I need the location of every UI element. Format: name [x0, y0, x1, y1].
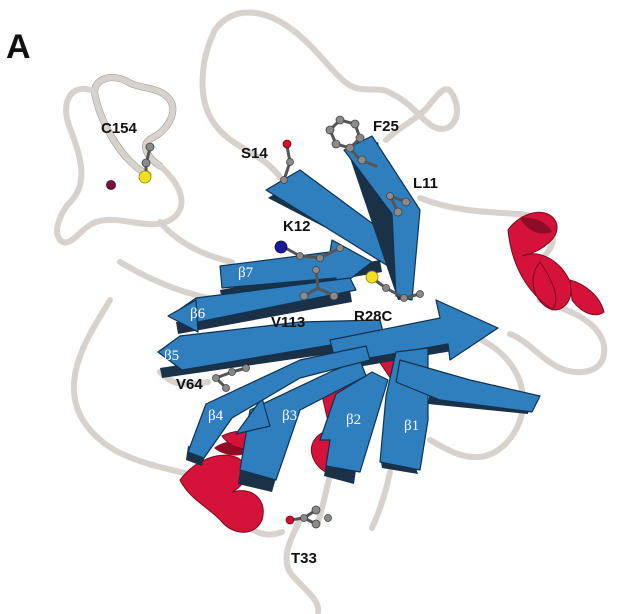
- label-t33: T33: [291, 550, 317, 567]
- strand-b5: β5: [157, 319, 385, 378]
- oxygen-atom: [282, 139, 292, 149]
- residue-r28c-model: [365, 270, 424, 302]
- helix-right: [507, 211, 605, 316]
- sulfur-atom: [365, 270, 379, 284]
- label-v113: V113: [271, 314, 305, 331]
- strand-b6: β6: [167, 277, 357, 334]
- residue-v64-model: [212, 364, 250, 392]
- residue-sticks: [106, 115, 424, 529]
- strand-label-b6: β6: [190, 306, 206, 322]
- label-r28c: R28C: [354, 308, 393, 325]
- residue-v113-model: [299, 266, 339, 301]
- label-s14: S14: [241, 145, 268, 162]
- label-v64: V64: [176, 376, 203, 393]
- residue-t33-model: [285, 505, 332, 529]
- label-l11: L11: [413, 175, 438, 192]
- strand-label-b2: β2: [346, 412, 361, 428]
- residue-k12-model: [274, 240, 344, 262]
- residue-f25-model: [325, 115, 378, 168]
- oxygen-atom: [285, 515, 295, 525]
- strand-b2: β2: [319, 371, 389, 484]
- label-f25: F25: [373, 118, 399, 135]
- label-c154: C154: [101, 120, 138, 137]
- strand-b3: β3: [235, 359, 367, 492]
- residue-c154-model: [106, 142, 155, 190]
- nitrogen-atom: [274, 240, 288, 254]
- residue-labels: C154 S14 F25 L11 K12 V113 R28C V64 T33: [101, 118, 438, 567]
- residue-s14-model: [280, 139, 294, 184]
- metal-ion: [106, 180, 116, 190]
- coil-loops: [54, 9, 608, 614]
- sulfur-atom: [138, 170, 152, 184]
- strand-b4: β4: [186, 345, 371, 466]
- strand-label-b5: β5: [164, 348, 179, 364]
- beta-strands: β7 β6 β5 β1 β2: [157, 135, 541, 492]
- strand-label-b1: β1: [404, 418, 419, 434]
- panel-label: A: [6, 28, 31, 66]
- strand-label-b7: β7: [238, 265, 254, 281]
- strand-label-b3: β3: [282, 408, 297, 424]
- label-k12: K12: [283, 218, 311, 235]
- strand-label-b4: β4: [208, 408, 224, 424]
- residue-l11-model: [386, 192, 411, 217]
